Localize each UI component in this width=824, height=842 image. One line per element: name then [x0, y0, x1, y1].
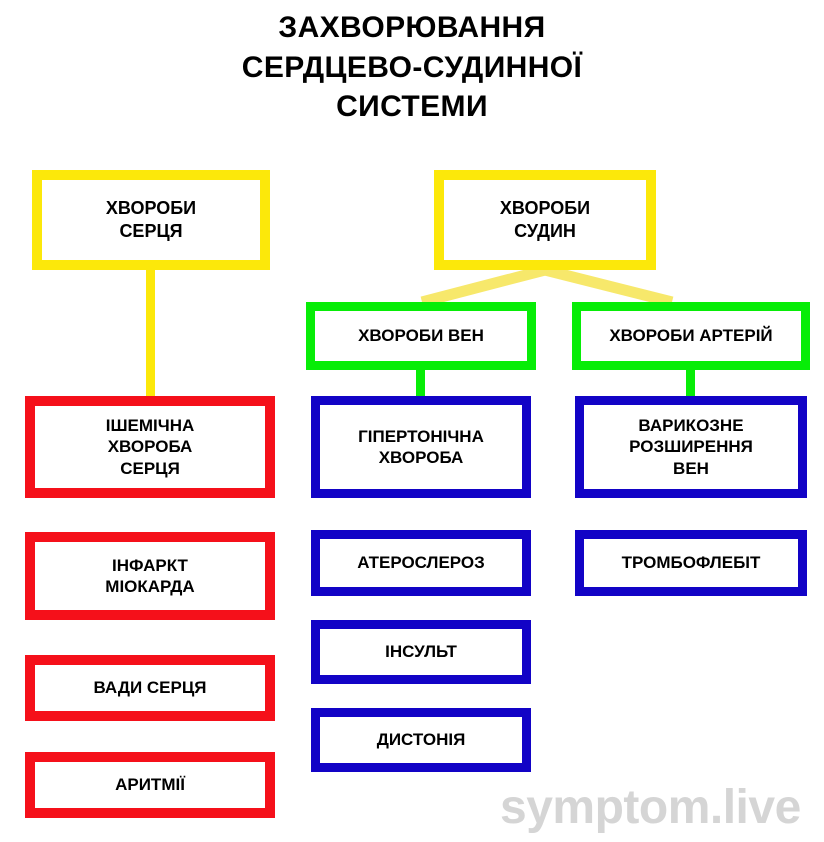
node-varicose-veins[interactable]: ВАРИКОЗНЕ РОЗШИРЕННЯ ВЕН [575, 396, 807, 498]
node-heart-defects[interactable]: ВАДИ СЕРЦЯ [25, 655, 275, 721]
node-dystonia[interactable]: ДИСТОНІЯ [311, 708, 531, 772]
connector-heart-to-ischemic [146, 268, 155, 396]
node-ischemic-heart-disease[interactable]: ІШЕМІЧНА ХВОРОБА СЕРЦЯ [25, 396, 275, 498]
page-title: ЗАХВОРЮВАННЯ СЕРДЦЕВО-СУДИННОЇ СИСТЕМИ [241, 11, 583, 124]
node-vessel-diseases[interactable]: ХВОРОБИ СУДИН [434, 170, 656, 270]
node-vein-diseases[interactable]: ХВОРОБИ ВЕН [306, 302, 536, 370]
node-artery-diseases[interactable]: ХВОРОБИ АРТЕРІЙ [572, 302, 810, 370]
node-thrombophlebitis[interactable]: ТРОМБОФЛЕБІТ [575, 530, 807, 596]
node-heart-diseases[interactable]: ХВОРОБИ СЕРЦЯ [32, 170, 270, 270]
node-stroke[interactable]: ІНСУЛЬТ [311, 620, 531, 684]
connector-arteries-to-varicose [686, 368, 695, 398]
node-myocardial-infarction[interactable]: ІНФАРКТ МІОКАРДА [25, 532, 275, 620]
node-hypertension[interactable]: ГІПЕРТОНІЧНА ХВОРОБА [311, 396, 531, 498]
connector-veins-to-hypertension [416, 368, 425, 398]
node-arrhythmias[interactable]: АРИТМІЇ [25, 752, 275, 818]
node-atherosclerosis[interactable]: АТЕРОСЛЕРОЗ [311, 530, 531, 596]
connector-vessel-to-veins [420, 264, 547, 308]
watermark: symptom.live [500, 781, 801, 834]
connector-vessel-to-arteries [543, 264, 674, 308]
connector-vessel-fan [420, 264, 674, 308]
